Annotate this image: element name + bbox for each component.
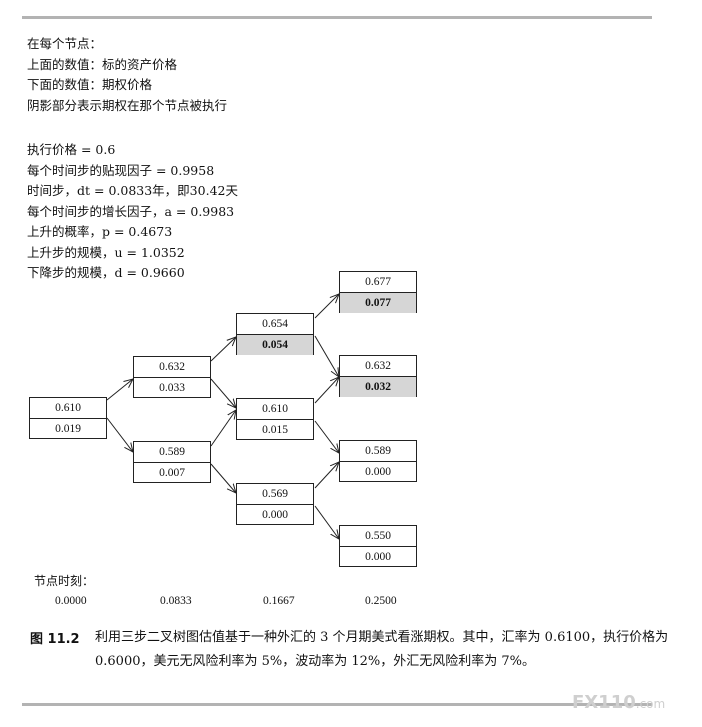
param-line: 执行价格 = 0.6: [27, 142, 116, 157]
time-tick: 0.2500: [365, 595, 397, 607]
node-time-title: 节点时刻：: [34, 574, 95, 588]
watermark-logo: FX110.com: [572, 692, 665, 713]
tree-node-step2-upup: 0.654 0.054: [236, 313, 314, 355]
parameters-block: 执行价格 = 0.6 每个时间步的贴现因子 = 0.9958 时间步，dt = …: [27, 140, 238, 284]
legend-line: 阴影部分表示期权在那个节点被执行: [27, 97, 228, 113]
param-line: 上升步的规模，u = 1.0352: [27, 244, 185, 260]
tree-node-step1-down: 0.589 0.007: [133, 441, 211, 483]
tree-node-root: 0.610 0.019: [29, 397, 107, 439]
branch-arrow: [210, 378, 236, 408]
branch-arrow: [314, 462, 339, 489]
node-asset-price: 0.632: [134, 357, 210, 378]
node-option-value: 0.015: [262, 424, 288, 436]
node-option-value: 0.019: [55, 423, 81, 435]
param-line: 上升的概率，p = 0.4673: [27, 224, 173, 239]
tree-node-step3-a: 0.677 0.077: [339, 271, 417, 313]
node-option-value-exercised: 0.054: [237, 335, 313, 355]
param-line: 时间步，dt = 0.0833年，即30.42天: [27, 183, 238, 198]
branch-arrow: [314, 505, 339, 539]
branch-arrow: [210, 463, 236, 493]
legend-line: 在每个节点：: [27, 36, 103, 51]
node-option-value-exercised: 0.032: [340, 377, 416, 397]
node-asset-price: 0.569: [237, 484, 313, 505]
param-line: 下降步的规模，d = 0.9660: [27, 265, 185, 280]
node-asset-price: 0.589: [340, 441, 416, 462]
legend-block: 在每个节点： 上面的数值：标的资产价格 下面的数值：期权价格 阴影部分表示期权在…: [27, 34, 227, 116]
watermark-main: FX110: [572, 692, 636, 713]
time-tick: 0.0833: [160, 595, 192, 607]
node-asset-price: 0.654: [237, 314, 313, 335]
legend-line: 下面的数值：期权价格: [27, 77, 153, 92]
branch-arrow: [210, 410, 236, 447]
node-asset-price: 0.677: [340, 272, 416, 293]
tree-node-step3-d: 0.550 0.000: [339, 525, 417, 567]
time-tick: 0.0000: [55, 595, 87, 607]
legend-line: 上面的数值：标的资产价格: [27, 56, 178, 72]
node-asset-price: 0.610: [237, 399, 313, 420]
param-line: 每个时间步的增长因子，a = 0.9983: [27, 203, 235, 219]
node-option-value: 0.000: [365, 551, 391, 563]
node-asset-price: 0.632: [340, 356, 416, 377]
tree-node-step3-b: 0.632 0.032: [339, 355, 417, 397]
branch-arrow: [314, 335, 339, 377]
time-tick: 0.1667: [263, 595, 295, 607]
tree-node-step2-updown: 0.610 0.015: [236, 398, 314, 440]
node-option-value-exercised: 0.077: [340, 293, 416, 313]
branch-arrow: [314, 420, 339, 453]
top-rule: [22, 16, 652, 19]
node-asset-price: 0.610: [30, 398, 106, 419]
figure-caption: 利用三步二叉树图估值基于一种外汇的 3 个月期美式看涨期权。其中，汇率为 0.6…: [95, 630, 669, 669]
branch-arrow: [106, 379, 133, 401]
watermark-suffix: .com: [635, 697, 666, 711]
node-asset-price: 0.550: [340, 526, 416, 547]
tree-node-step3-c: 0.589 0.000: [339, 440, 417, 482]
node-asset-price: 0.589: [134, 442, 210, 463]
node-option-value: 0.000: [365, 466, 391, 478]
node-option-value: 0.033: [159, 382, 185, 394]
figure-label: 图 11.2: [30, 632, 80, 647]
branch-arrow: [314, 294, 339, 319]
branch-arrow: [314, 377, 339, 404]
branch-arrow: [210, 337, 236, 362]
bottom-rule: [22, 703, 652, 706]
tree-node-step2-downdown: 0.569 0.000: [236, 483, 314, 525]
param-line: 每个时间步的贴现因子 = 0.9958: [27, 162, 215, 178]
tree-node-step1-up: 0.632 0.033: [133, 356, 211, 398]
node-option-value: 0.000: [262, 509, 288, 521]
node-option-value: 0.007: [159, 467, 185, 479]
branch-arrow: [106, 417, 133, 452]
